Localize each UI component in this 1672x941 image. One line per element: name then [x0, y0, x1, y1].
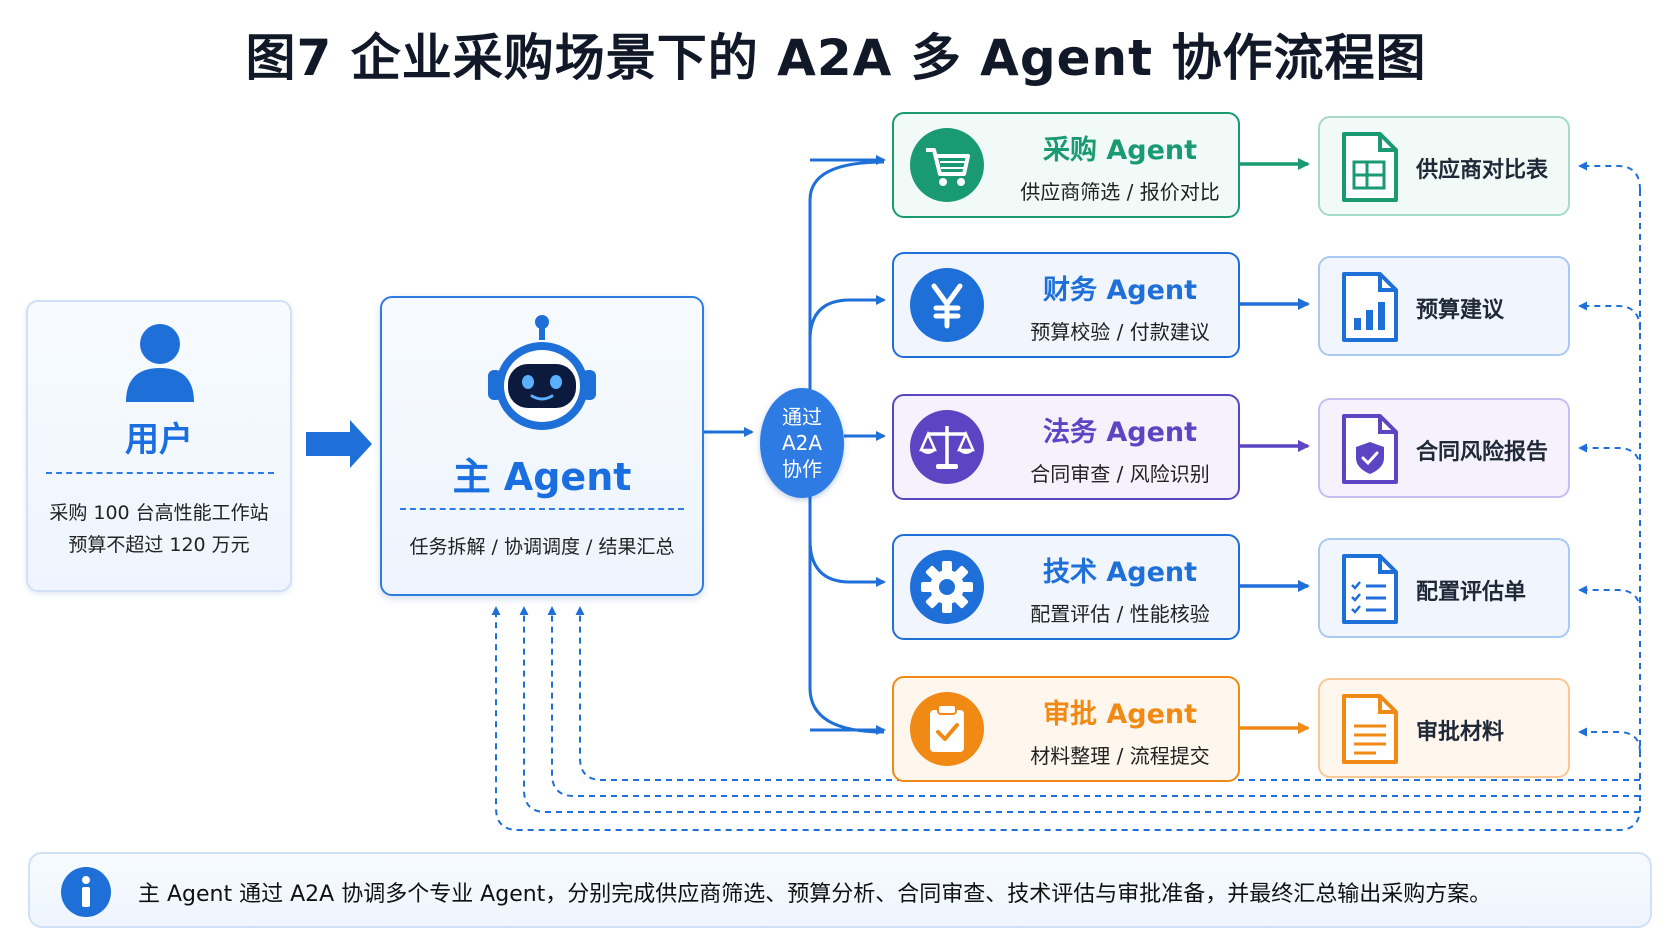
shopping-cart-icon	[910, 128, 984, 202]
output-label: 配置评估单	[1416, 580, 1527, 605]
main-agent-subtitle: 任务拆解 / 协调调度 / 结果汇总	[409, 536, 675, 558]
a2a-line: 协作	[782, 457, 822, 481]
yen-icon	[910, 268, 984, 342]
agent-card-procurement: 采购 Agent 供应商筛选 / 报价对比	[892, 112, 1240, 218]
page-title: 图7 企业采购场景下的 A2A 多 Agent 协作流程图	[245, 29, 1427, 87]
divider	[46, 472, 274, 474]
agent-name: 法务 Agent	[1042, 417, 1198, 448]
main-agent-node: 主 Agent 任务拆解 / 协调调度 / 结果汇总	[380, 296, 704, 596]
output-card-supplier-comparison: 供应商对比表	[1318, 116, 1570, 216]
user-request-line: 采购 100 台高性能工作站	[49, 502, 269, 524]
gear-icon	[910, 550, 984, 624]
agent-desc: 材料整理 / 流程提交	[1030, 744, 1210, 768]
agent-name: 财务 Agent	[1042, 275, 1198, 306]
output-label: 供应商对比表	[1416, 158, 1549, 183]
output-label: 审批材料	[1416, 720, 1505, 745]
agent-card-approval: 审批 Agent 材料整理 / 流程提交	[892, 676, 1240, 782]
info-icon	[61, 867, 111, 917]
text-document-icon	[1342, 694, 1398, 764]
divider	[400, 508, 684, 510]
agent-desc: 预算校验 / 付款建议	[1030, 320, 1210, 344]
agent-desc: 配置评估 / 性能核验	[1030, 602, 1210, 626]
agent-card-legal: 法务 Agent 合同审查 / 风险识别	[892, 394, 1240, 500]
user-to-main-arrow	[306, 420, 372, 468]
agent-desc: 合同审查 / 风险识别	[1030, 462, 1210, 486]
spreadsheet-icon	[1342, 132, 1398, 202]
output-card-contract-risk: 合同风险报告	[1318, 398, 1570, 498]
agent-name: 技术 Agent	[1042, 557, 1198, 588]
output-label: 合同风险报告	[1416, 440, 1549, 465]
bar-chart-document-icon	[1342, 272, 1398, 342]
user-title: 用户	[125, 420, 193, 460]
a2a-node: 通过 A2A 协作	[760, 388, 844, 498]
a2a-line: A2A	[781, 431, 823, 455]
agent-card-technical: 技术 Agent 配置评估 / 性能核验	[892, 534, 1240, 640]
output-card-budget-advice: 预算建议	[1318, 256, 1570, 356]
a2a-line: 通过	[782, 405, 822, 429]
agent-name: 采购 Agent	[1042, 135, 1198, 166]
agent-card-finance: 财务 Agent 预算校验 / 付款建议	[892, 252, 1240, 358]
scales-icon	[910, 410, 984, 484]
user-node: 用户 采购 100 台高性能工作站 预算不超过 120 万元	[26, 300, 292, 592]
shield-document-icon	[1342, 414, 1398, 484]
info-banner: 主 Agent 通过 A2A 协调多个专业 Agent，分别完成供应商筛选、预算…	[28, 852, 1652, 928]
robot-icon	[488, 315, 596, 430]
agent-name: 审批 Agent	[1042, 699, 1198, 730]
info-text: 主 Agent 通过 A2A 协调多个专业 Agent，分别完成供应商筛选、预算…	[138, 882, 1492, 907]
checklist-document-icon	[1342, 554, 1398, 624]
user-icon	[126, 324, 194, 402]
agent-desc: 供应商筛选 / 报价对比	[1020, 180, 1220, 204]
output-card-config-assessment: 配置评估单	[1318, 538, 1570, 638]
user-budget-line: 预算不超过 120 万元	[68, 534, 250, 556]
main-agent-title: 主 Agent	[452, 455, 632, 499]
clipboard-check-icon	[910, 692, 984, 766]
output-card-approval-materials: 审批材料	[1318, 678, 1570, 778]
output-label: 预算建议	[1416, 298, 1505, 323]
